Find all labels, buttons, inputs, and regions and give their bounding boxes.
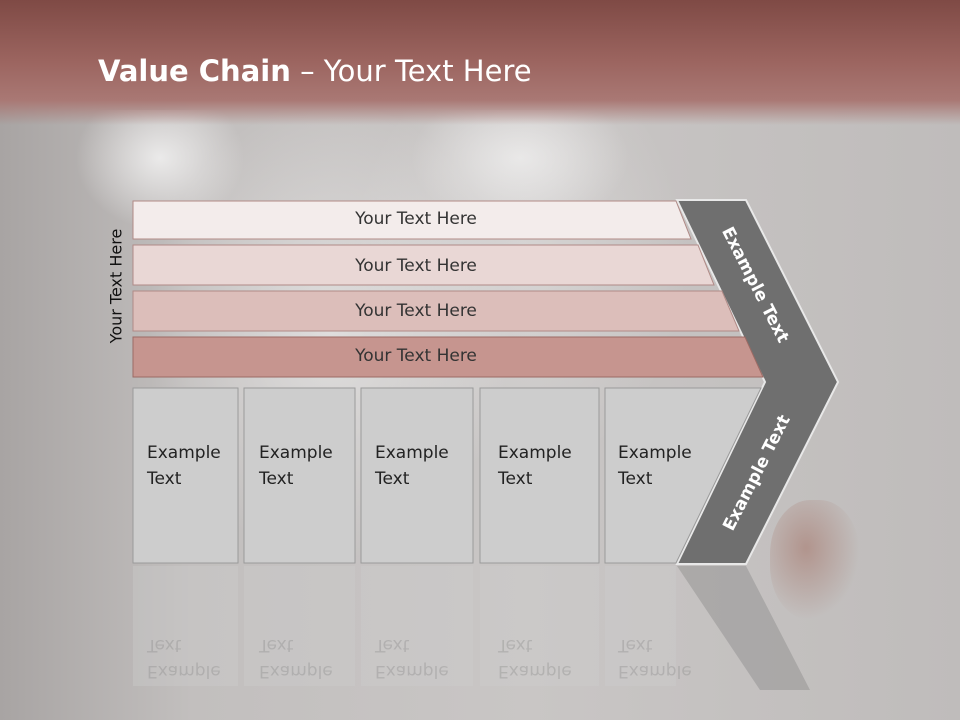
column-label-4-line1: Example	[498, 443, 572, 463]
column-box-1	[132, 387, 239, 564]
column-label-4-line2: Text	[498, 469, 533, 489]
row-label-3: Your Text Here	[355, 301, 477, 321]
column-reflection-1	[133, 566, 238, 686]
column-label-3-line2: Text	[375, 469, 410, 489]
row-bar-1	[132, 200, 692, 240]
row-label-1: Your Text Here	[355, 209, 477, 229]
column-reflection-4	[480, 566, 599, 686]
column-label-5: Example Text	[618, 440, 692, 492]
column-label-3-line1: Example	[375, 443, 449, 463]
column-box-2	[243, 387, 356, 564]
row-bar-3	[132, 290, 740, 332]
slide-title: Value Chain – Your Text Here	[98, 54, 532, 88]
chevron-arrow	[675, 199, 840, 565]
slide-title-bold: Value Chain	[98, 54, 291, 88]
column-reflection-5	[605, 566, 676, 686]
row-bar-4	[132, 336, 764, 378]
background-arm	[770, 500, 860, 620]
row-label-4: Your Text Here	[355, 346, 477, 366]
column-label-4: Example Text	[498, 440, 572, 492]
column-label-2-line2: Text	[259, 469, 294, 489]
row-label-2: Your Text Here	[355, 256, 477, 276]
slide-title-rest: – Your Text Here	[290, 54, 532, 88]
column-label-1: Example Text	[147, 440, 221, 492]
title-bar	[0, 0, 960, 125]
column-label-1-line1: Example	[147, 443, 221, 463]
column-label-2: Example Text	[259, 440, 333, 492]
column-box-5	[604, 387, 762, 564]
column-label-2-line1: Example	[259, 443, 333, 463]
column-box-3	[360, 387, 474, 564]
column-label-3: Example Text	[375, 440, 449, 492]
column-reflection-3	[361, 566, 473, 686]
column-label-5-line2: Text	[618, 469, 653, 489]
column-label-1-line2: Text	[147, 469, 182, 489]
chevron-reflection	[677, 566, 810, 690]
column-label-5-line1: Example	[618, 443, 692, 463]
row-bar-2	[132, 244, 715, 286]
column-box-4	[479, 387, 600, 564]
column-reflection-2	[244, 566, 355, 686]
